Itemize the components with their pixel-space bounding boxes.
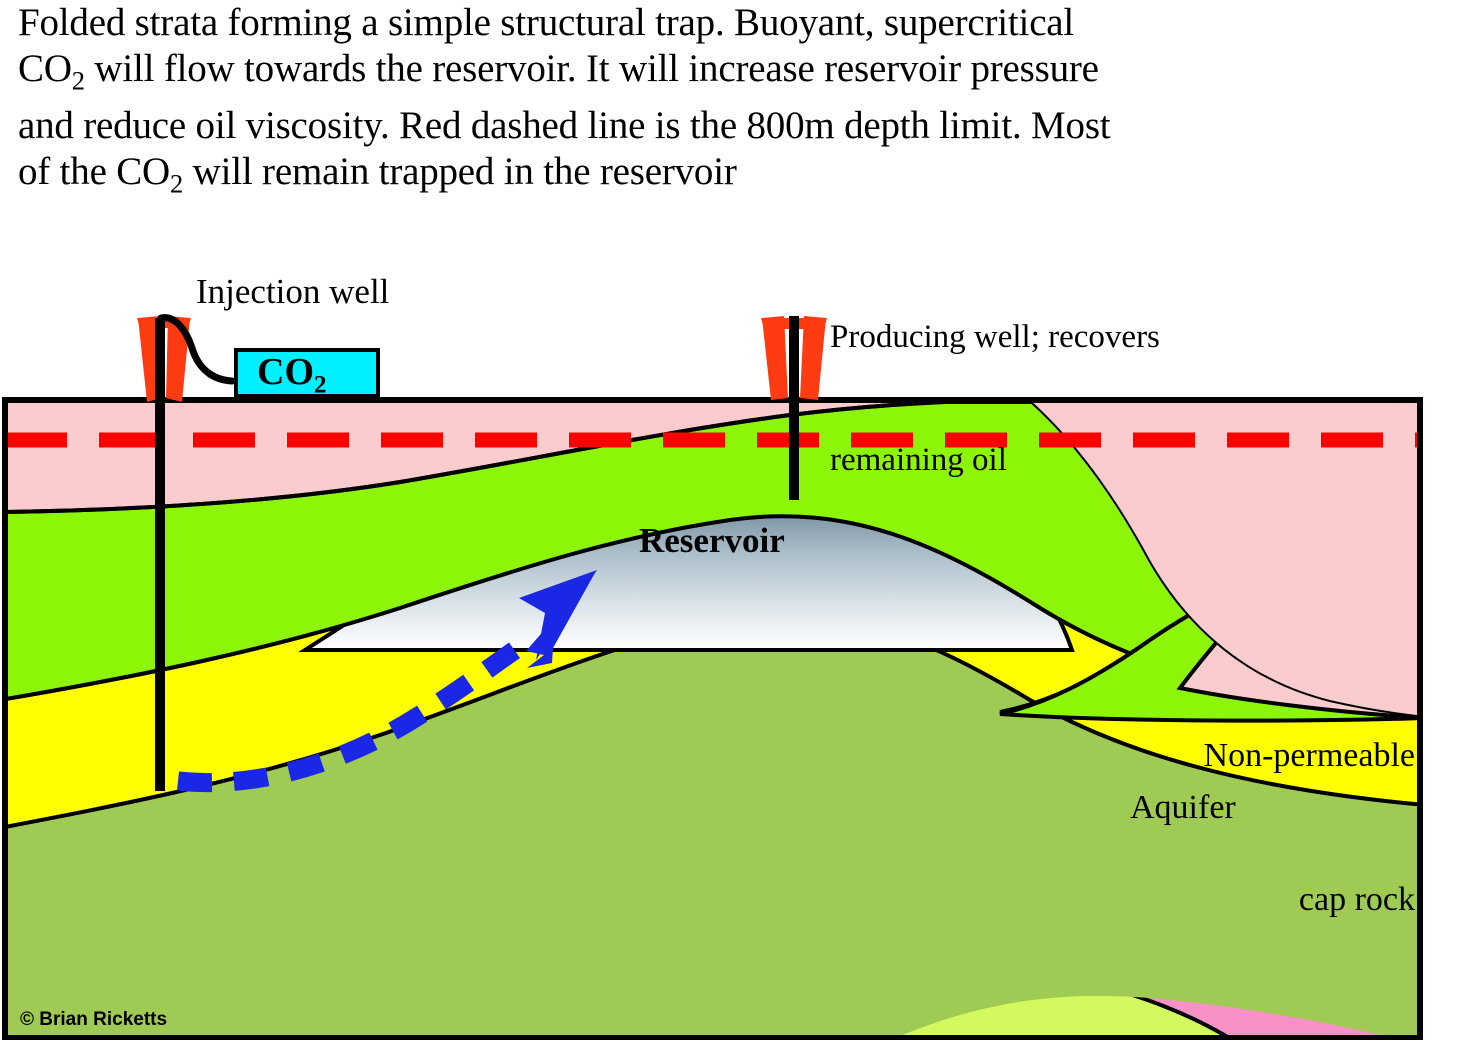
- injection-well-label: Injection well: [196, 272, 390, 311]
- strata-stack: [5, 400, 1420, 1038]
- cap-rock-label-line1: Non-permeable: [1203, 737, 1415, 774]
- reservoir-label: Reservoir: [639, 521, 785, 560]
- co2-flow-arrowhead-body: [519, 570, 597, 660]
- producing-derrick-left-leg: [762, 316, 788, 400]
- caption-line-2-rest: will flow towards the reservoir. It will…: [84, 47, 1099, 90]
- injection-well-group: [137, 314, 236, 791]
- co2-label-text: CO2: [257, 350, 327, 399]
- producing-well-label-line1: Producing well; recovers: [830, 319, 1160, 355]
- co2-supply-pipe: [157, 314, 236, 385]
- copyright-notice: © Brian Ricketts: [20, 1009, 168, 1030]
- producing-well-label: Producing well; recovers remaining oil: [830, 235, 1160, 522]
- caption-line-2: CO2 will flow towards the reservoir. It …: [18, 46, 1458, 103]
- diagram-frame: [2, 397, 1423, 1040]
- producing-derrick-right-leg: [800, 316, 826, 400]
- caption-line-4-rest: will remain trapped in the reservoir: [183, 150, 737, 194]
- caption-line-3: and reduce oil viscosity. Red dashed lin…: [18, 104, 1111, 148]
- pink-green-contact-left: [5, 400, 1031, 514]
- co2-flow-path-dashed: [176, 637, 528, 793]
- caption-line-4: of the CO2 will remain trapped in the re…: [18, 149, 1458, 206]
- cap-rock-label-line2: cap rock: [1298, 881, 1415, 918]
- co2-label-main: CO: [257, 351, 314, 393]
- aquifer-label: Aquifer: [1130, 789, 1236, 826]
- cap-rock-label: Non-permeable cap rock: [1150, 636, 1415, 972]
- caption-co2-subscript-2: 2: [170, 168, 184, 199]
- caption-line-1: Folded strata forming a simple structura…: [18, 1, 1075, 44]
- co2-box-rect: [234, 348, 380, 398]
- caption-co2-subscript: 2: [71, 65, 85, 96]
- caption-co2-main: CO: [18, 47, 72, 90]
- producing-well-label-line2: remaining oil: [830, 442, 1007, 478]
- pink-upper-right-fill: [1030, 400, 1420, 716]
- caption-block: Folded strata forming a simple structura…: [18, 0, 1458, 207]
- co2-migration-arrow: [176, 570, 597, 793]
- co2-label-subscript: 2: [314, 371, 327, 399]
- caption-line-4-start: of the CO: [18, 150, 171, 194]
- producing-well-group: [761, 316, 827, 500]
- co2-label-box[interactable]: [234, 348, 380, 398]
